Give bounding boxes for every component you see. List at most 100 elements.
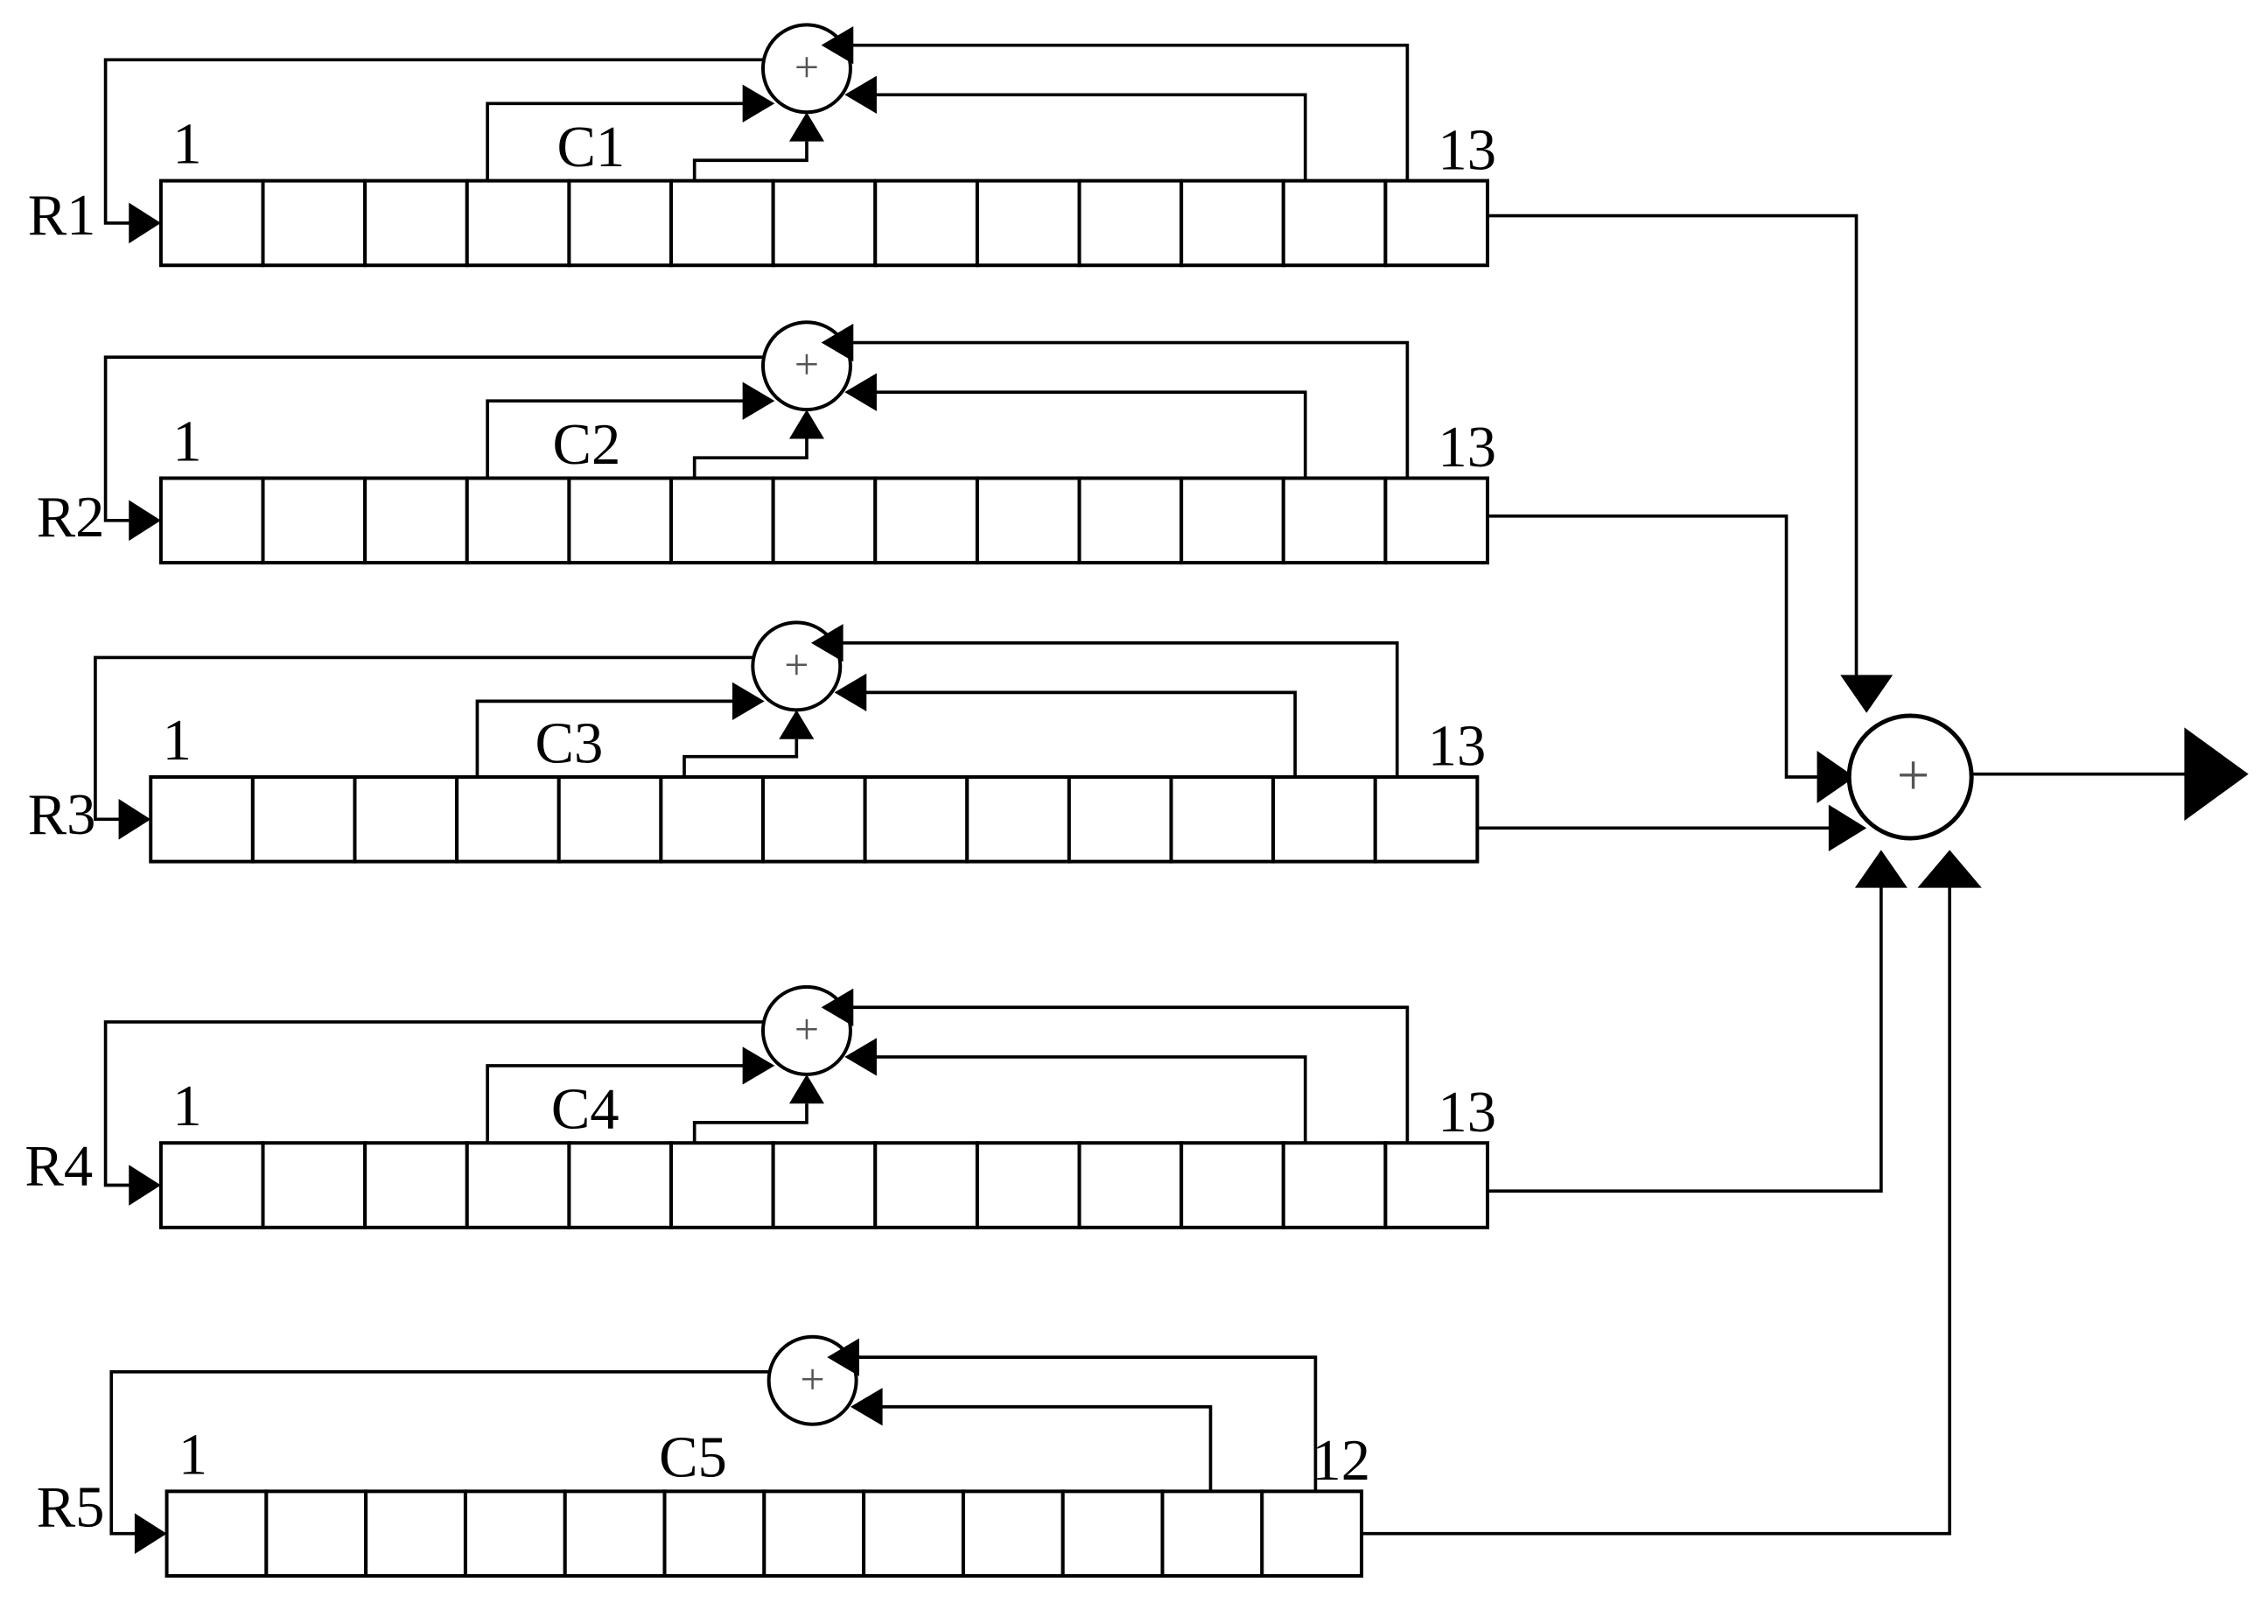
register-cell [1383,476,1490,565]
register-cell [158,476,265,565]
register-cell [669,1141,775,1229]
register-cell [669,178,775,268]
tap-arrow [788,112,824,142]
tap-arrow [821,25,854,65]
output-arrow [1840,675,1894,713]
xor-symbol: + [801,1354,825,1404]
register-cell [158,1141,265,1229]
register-label: R3 [28,783,96,847]
tap-line [682,738,799,778]
tap-line [850,390,1307,479]
output-arrow [1828,804,1867,851]
register-cell [975,1141,1082,1229]
tap-arrow [821,323,854,362]
register-cell [862,1489,965,1578]
tap-arrow [742,84,775,122]
feedback-arrow [129,1165,161,1206]
output-xor-adder [1846,713,1974,841]
register-cell [250,775,357,864]
tap-line [856,1404,1213,1492]
output-xor-symbol: + [1897,744,1930,808]
tap-arrow [788,1074,824,1104]
tap-line [844,1355,1318,1492]
register-cell [164,1489,269,1578]
register-cell [961,1489,1065,1578]
last-cell-index: 13 [1438,416,1496,480]
tap-arrow [742,1046,775,1085]
xor-symbol: + [794,340,819,388]
tap-polynomial-label: C3 [536,711,604,775]
tap-line [692,438,808,479]
tap-line [838,1005,1410,1144]
register-cell [353,775,459,864]
output-arrow [1854,850,1908,888]
register-cell [1281,178,1388,268]
register-cell [1180,1141,1285,1229]
register-cell [567,476,674,565]
register-cell [873,1141,979,1229]
register-cell [1160,1489,1264,1578]
last-cell-index: 13 [1438,118,1496,182]
output-arrow [1917,850,1982,888]
first-cell-index: 1 [178,1423,207,1487]
last-cell-index: 12 [1312,1429,1370,1493]
register-cell [363,1141,469,1229]
output-line-4 [1488,850,1908,1194]
register-cell [873,178,979,268]
first-cell-index: 1 [172,113,201,177]
tap-line [692,1103,808,1144]
register-cell [1180,476,1285,565]
last-cell-index: 13 [1428,715,1487,779]
feedback-arrow [118,799,151,840]
feedback-line [109,1369,769,1536]
register-cell [465,1141,571,1229]
xor-symbol: + [794,42,819,91]
register-cell [465,476,571,565]
first-cell-index: 1 [172,1074,201,1138]
xor-symbol: + [794,1004,819,1054]
register-cell [264,1489,368,1578]
register-cell [760,775,867,864]
register-cell [873,476,979,565]
tap-line [828,640,1399,778]
register-cell [1060,1489,1165,1578]
output-combiner: + [1362,214,2249,1536]
output-line [1488,514,1824,779]
tap-polynomial-label: C5 [659,1426,727,1490]
feedback-line [103,1020,763,1187]
final-output-arrow [2184,727,2249,821]
tap-polynomial-label: C2 [553,413,621,477]
register-cell [158,178,265,268]
tap-arrow [844,1038,877,1076]
tap-polynomial-label: C4 [551,1078,620,1142]
register-cell [363,178,469,268]
register-cell [261,1141,368,1229]
tap-arrow [844,373,877,411]
register-cell [662,1489,766,1578]
tap-arrow [834,673,867,712]
register-cell [1281,476,1388,565]
register-cell [1281,1141,1388,1229]
register-label: R2 [37,486,105,550]
tap-polynomial-label: C1 [557,116,626,179]
register-cell [463,1489,567,1578]
tap-line [475,699,738,778]
register-cell [1260,1489,1364,1578]
feedback-arrow [129,500,161,542]
tap-arrow [821,988,854,1026]
output-line-5 [1362,850,1982,1536]
register-cell [1271,775,1377,864]
register-cell [1373,775,1480,864]
register-cell [1383,178,1490,268]
register-cell [762,1489,866,1578]
register-cell [1077,476,1184,565]
tap-arrow [788,410,824,439]
tap-line [838,340,1410,479]
register-cell [1180,178,1285,268]
tap-line [850,93,1307,181]
last-cell-index: 13 [1438,1081,1496,1144]
register-cell [1077,178,1184,268]
